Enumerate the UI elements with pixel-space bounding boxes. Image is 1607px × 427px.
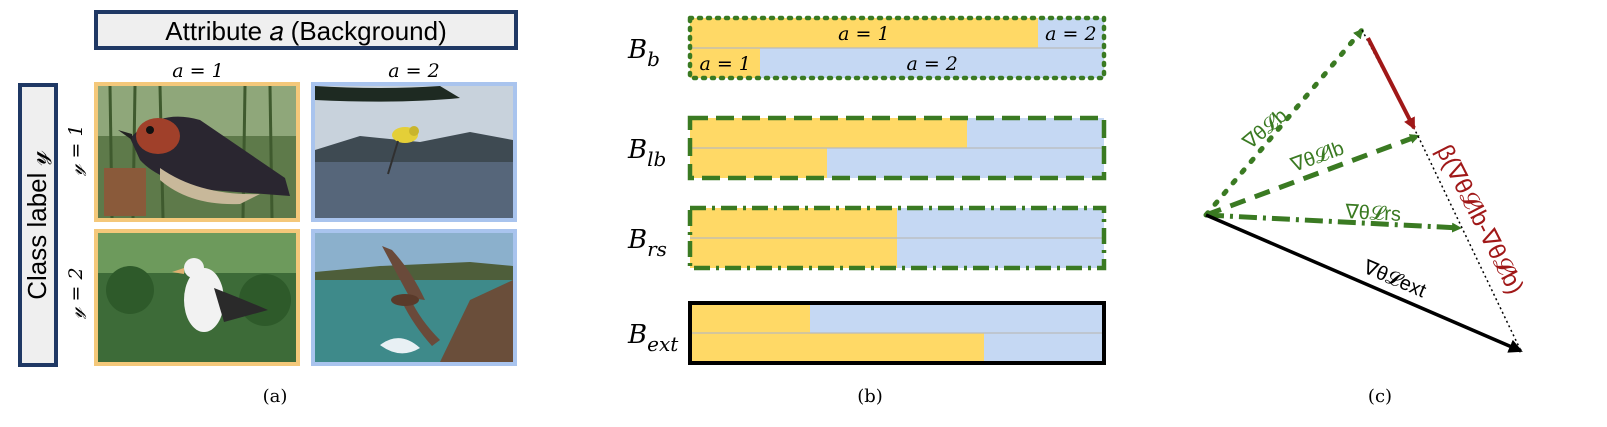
- bar-segment-a2: [984, 333, 1104, 363]
- segment-label: 𝑎 = 1: [699, 53, 750, 75]
- batch-lb: Blb: [627, 115, 1107, 181]
- panel-a: Attribute 𝑎 (Background) 𝑎 = 1 𝑎 = 2 Cla…: [18, 10, 518, 407]
- grad-rs-arrow: [1205, 212, 1462, 233]
- row-label-y2: 𝓎 = 2: [65, 267, 87, 319]
- batch-border: [687, 15, 1107, 81]
- attribute-title: Attribute 𝑎 (Background): [165, 16, 446, 46]
- label-grad-rs: ∇θ𝓛rs: [1344, 201, 1402, 226]
- attribute-title-box: Attribute 𝑎 (Background): [94, 10, 518, 50]
- batch-ext: Bext: [627, 301, 1106, 365]
- bar-segment-a2: [897, 208, 1104, 238]
- batch-border: [687, 205, 1107, 271]
- batch-label-lb: Blb: [627, 135, 666, 171]
- caption-b: (b): [857, 386, 883, 407]
- label-beta-expr: β(∇θ𝓛lb-∇θ𝓛b): [1431, 140, 1529, 298]
- batch-label-ext: Bext: [627, 320, 679, 356]
- difference-arrow: [1366, 37, 1416, 130]
- batch-border: [688, 301, 1106, 365]
- segment-label: 𝑎 = 1: [838, 23, 889, 45]
- bar-segment-a1: [690, 208, 897, 238]
- bar-segment-a2: [760, 48, 1104, 78]
- label-grad-b: ∇θ𝓛b: [1238, 105, 1291, 155]
- panel-c: ∇θ𝓛b ∇θ𝓛lb ∇θ𝓛rs ∇θ𝓛ext β(∇θ𝓛lb-∇θ𝓛b) (c…: [1203, 27, 1529, 407]
- bird-photo-icon: [311, 82, 517, 222]
- segment-label: 𝑎 = 2: [906, 53, 957, 75]
- col-label-a2: 𝑎 = 2: [388, 60, 439, 82]
- batch-b: Bb 𝑎 = 1 𝑎 = 2 𝑎 = 1 𝑎 = 2: [627, 15, 1107, 81]
- bar-segment-a2: [827, 148, 1104, 178]
- batch-rs: Brs: [627, 205, 1107, 271]
- bar-segment-a1: [690, 303, 810, 333]
- bird-photo-icon: [94, 82, 300, 222]
- bar-segment-a1: [690, 118, 967, 148]
- row-label-y1: 𝓎 = 1: [65, 124, 87, 176]
- class-label-title: Class label 𝓎: [22, 150, 52, 300]
- bar-segment-a1: [690, 48, 760, 78]
- grad-ext-arrow: [1205, 213, 1523, 353]
- batch-label-b: Bb: [627, 35, 660, 71]
- col-label-a1: 𝑎 = 1: [172, 60, 223, 82]
- bar-segment-a2: [897, 238, 1104, 268]
- bar-segment-a1: [690, 148, 827, 178]
- grad-b-arrow: [1203, 27, 1365, 218]
- bar-segment-a2: [967, 118, 1104, 148]
- caption-a: (a): [263, 386, 288, 407]
- batch-border: [687, 115, 1107, 181]
- bar-segment-a1: [690, 18, 1038, 48]
- class-label-box: Class label 𝓎: [18, 83, 58, 367]
- bar-segment-a1: [690, 238, 897, 268]
- segment-label: 𝑎 = 2: [1045, 23, 1096, 45]
- bar-segment-a1: [690, 333, 984, 363]
- bar-segment-a2: [1038, 18, 1104, 48]
- batch-label-rs: Brs: [627, 225, 667, 261]
- caption-c: (c): [1368, 386, 1392, 407]
- grad-lb-arrow: [1205, 133, 1420, 218]
- bird-photo-icon: [311, 229, 517, 366]
- bird-photo-icon: [94, 229, 300, 366]
- bar-segment-a2: [810, 303, 1104, 333]
